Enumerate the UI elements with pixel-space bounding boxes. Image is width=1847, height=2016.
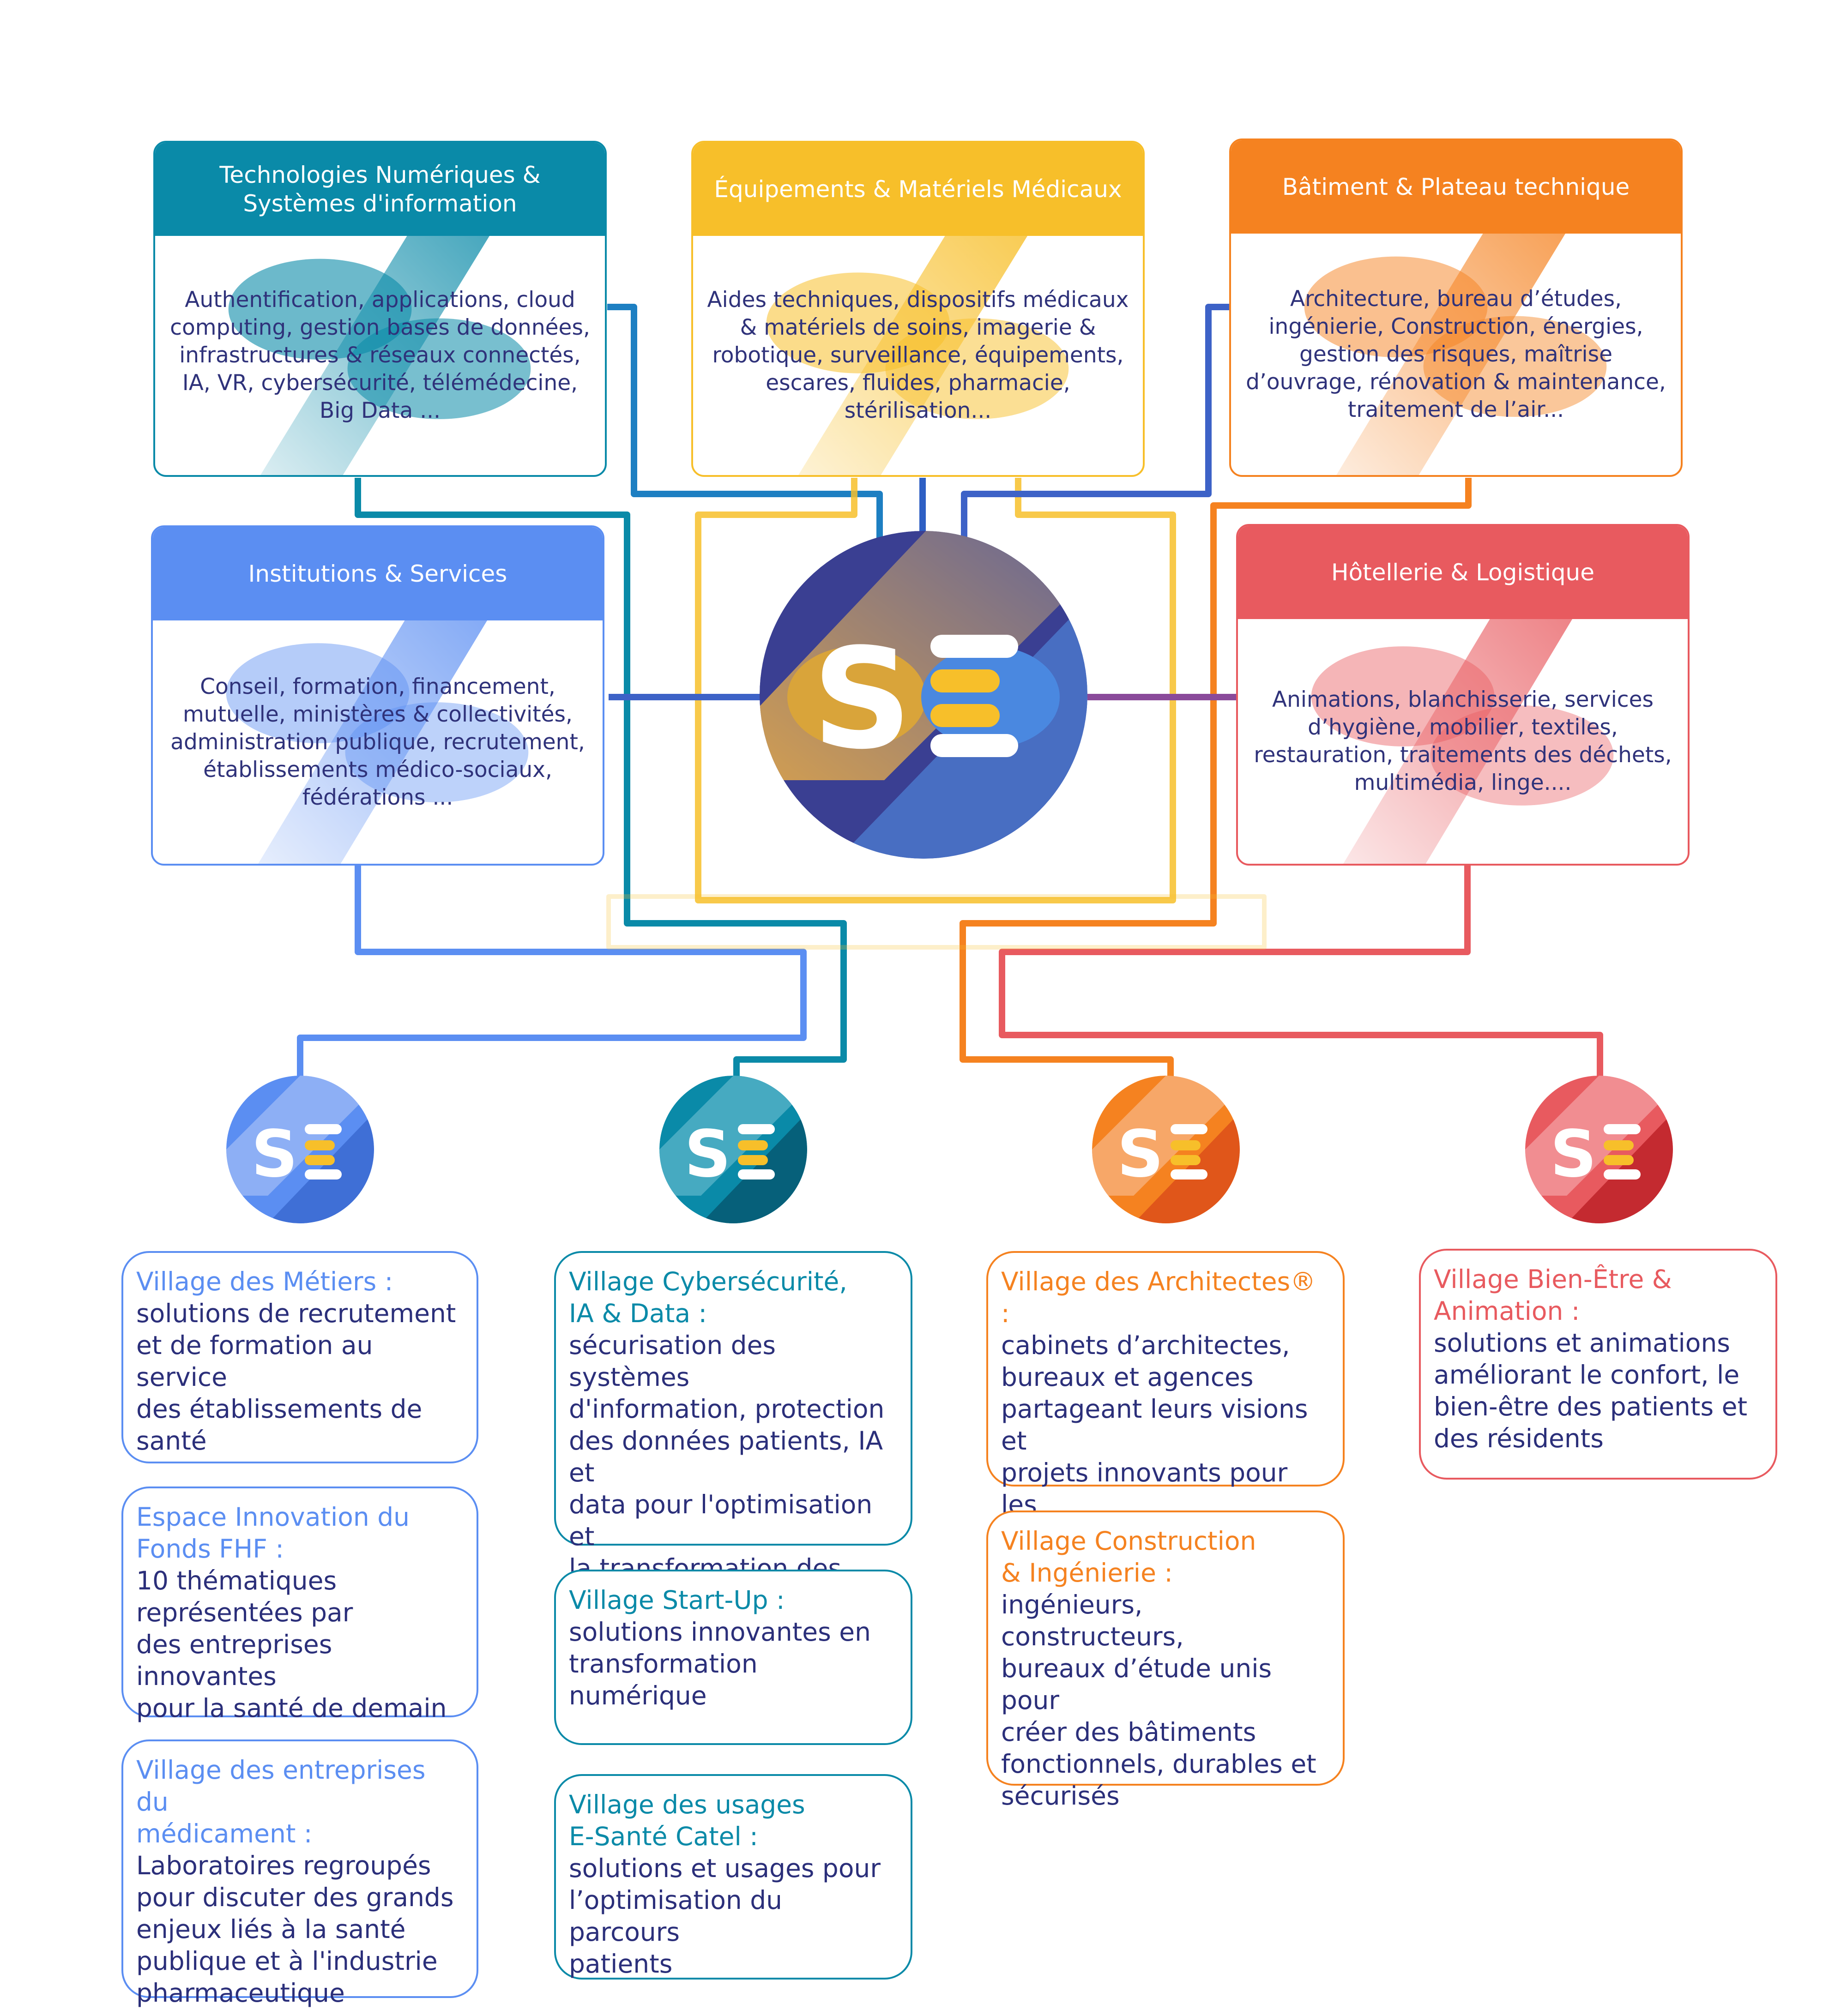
category-title: Hôtellerie & Logistique <box>1238 526 1688 619</box>
village-title: Village Bien-Être & Animation : <box>1434 1264 1672 1326</box>
brand-swoosh-decoration <box>766 236 1069 475</box>
category-card-equip: Équipements & Matériels Médicaux Aides t… <box>691 141 1145 477</box>
brand-swoosh-decoration <box>1304 234 1607 475</box>
svg-text:S: S <box>251 1117 298 1192</box>
village-card-innovation-fhf: Espace Innovation du Fonds FHF : 10 thém… <box>121 1486 478 1723</box>
category-body: Conseil, formation, financement, mutuell… <box>170 674 585 810</box>
category-body: Animations, blanchisserie, services d’hy… <box>1254 687 1672 795</box>
village-description: solutions innovantes en transformation n… <box>569 1617 871 1710</box>
brand-swoosh-decoration <box>228 236 531 475</box>
village-title: Village des Architectes® : <box>1001 1267 1316 1328</box>
village-card-startup: Village Start-Up : solutions innovantes … <box>554 1570 912 1745</box>
village-description: 10 thématiques représentées par des entr… <box>136 1566 447 1723</box>
village-description: sécurisation des systèmes d'information,… <box>569 1330 885 1615</box>
hub-logo-red: S <box>1525 1076 1673 1223</box>
category-card-bat: Bâtiment & Plateau technique Architectur… <box>1229 138 1683 477</box>
village-title: Espace Innovation du Fonds FHF : <box>136 1502 410 1564</box>
village-description: ingénieurs, constructeurs, bureaux d’étu… <box>1001 1590 1316 1811</box>
category-card-inst: Institutions & Services Conseil, formati… <box>151 525 604 866</box>
village-title: Village Cybersécurité, IA & Data : <box>569 1267 847 1328</box>
brand-swoosh-decoration <box>226 620 529 864</box>
village-title: Village Construction & Ingénierie : <box>1001 1526 1256 1588</box>
village-card-medicament: Village des entreprises du médicament : … <box>121 1739 478 2008</box>
central-se-logo: S <box>760 531 1087 859</box>
village-title: Village des entreprises du médicament : <box>136 1755 426 1848</box>
village-description: cabinets d’architectes, bureaux et agenc… <box>1001 1330 1308 1551</box>
category-title: Technologies Numériques & Systèmes d'inf… <box>155 143 605 236</box>
village-title: Village Start-Up : <box>569 1585 785 1615</box>
village-card-construction: Village Construction & Ingénierie : ingé… <box>986 1510 1345 1811</box>
category-body: Aides techniques, dispositifs médicaux &… <box>707 287 1129 423</box>
svg-text:S: S <box>1550 1117 1597 1192</box>
svg-text:S: S <box>684 1117 731 1192</box>
svg-text:S: S <box>812 619 912 780</box>
village-description: solutions et animations améliorant le co… <box>1434 1328 1748 1453</box>
village-card-esante-catel: Village des usages E-Santé Catel : solut… <box>554 1774 912 1980</box>
category-title: Institutions & Services <box>153 527 603 620</box>
village-description: solutions de recrutement et de formation… <box>136 1299 456 1456</box>
brand-swoosh-decoration <box>1311 619 1614 864</box>
village-description: Laboratoires regroupés pour discuter des… <box>136 1851 454 2008</box>
village-title: Village des Métiers : <box>136 1267 393 1296</box>
village-card-cybersecurite: Village Cybersécurité, IA & Data : sécur… <box>554 1251 912 1615</box>
category-card-hotel: Hôtellerie & Logistique Animations, blan… <box>1236 524 1690 866</box>
village-description: solutions et usages pour l’optimisation … <box>569 1854 881 1979</box>
category-card-tech: Technologies Numériques & Systèmes d'inf… <box>153 141 607 477</box>
category-title: Bâtiment & Plateau technique <box>1231 140 1681 234</box>
svg-text:S: S <box>1117 1117 1164 1192</box>
category-title: Équipements & Matériels Médicaux <box>693 143 1143 236</box>
hub-logo-blue: S <box>226 1076 374 1223</box>
village-card-architectes: Village des Architectes® : cabinets d’ar… <box>986 1251 1345 1551</box>
village-title: Village des usages E-Santé Catel : <box>569 1790 805 1851</box>
village-card-metiers: Village des Métiers : solutions de recru… <box>121 1251 478 1463</box>
hub-logo-orange: S <box>1092 1076 1240 1223</box>
village-card-bien-etre: Village Bien-Être & Animation : solution… <box>1419 1249 1777 1480</box>
category-body: Authentification, applications, cloud co… <box>170 287 590 423</box>
category-body: Architecture, bureau d’études, ingénieri… <box>1246 286 1666 422</box>
hub-logo-teal: S <box>659 1076 807 1223</box>
